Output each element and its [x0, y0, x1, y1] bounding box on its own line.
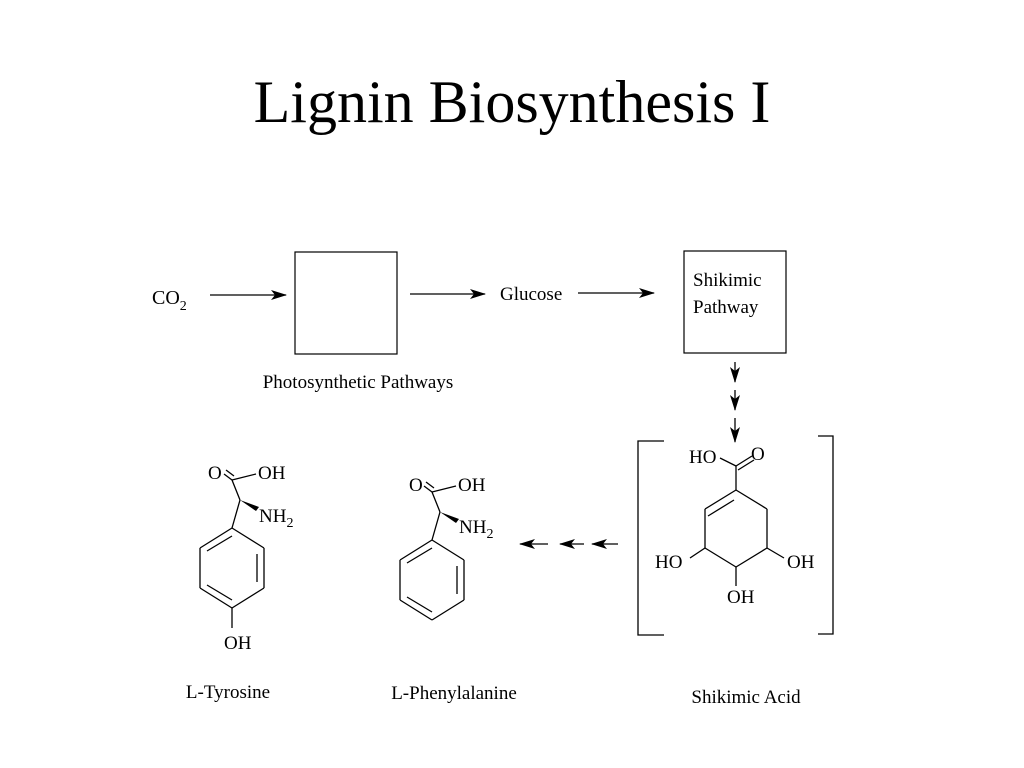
glucose-label: Glucose — [500, 284, 562, 305]
phenylalanine-structure — [399, 481, 465, 621]
phenylalanine-name: L-Phenylalanine — [391, 683, 517, 704]
phenylalanine-carbonyl-o: O — [409, 475, 423, 496]
slide-title: Lignin Biosynthesis I — [253, 69, 771, 135]
tyrosine-acid-oh: OH — [258, 463, 286, 484]
tyrosine-name: L-Tyrosine — [186, 682, 270, 703]
shikimic-acid-oh-right: OH — [787, 552, 815, 573]
shikimic-acid-structure — [689, 455, 785, 586]
shikimic-pathway-label-line1: Shikimic — [693, 270, 762, 291]
shikimic-acid-carboxyl-ho: HO — [689, 447, 716, 468]
tyrosine-phenol-oh: OH — [224, 633, 252, 654]
co2-label: CO2 — [152, 287, 187, 314]
shikimic-pathway-label-line2: Pathway — [693, 297, 759, 318]
photosynthesis-label: Photosynthetic Pathways — [263, 372, 454, 393]
phenylalanine-wedge-bond — [440, 512, 459, 523]
shikimic-acid-oh-bottom: OH — [727, 587, 755, 608]
shikimic-pathway-box — [683, 250, 787, 354]
tyrosine-carbonyl-o: O — [208, 463, 222, 484]
phenylalanine-acid-oh: OH — [458, 475, 486, 496]
shikimic-acid-ho-left: HO — [655, 552, 682, 573]
shikimic-acid-brackets — [637, 435, 834, 636]
tyrosine-structure — [199, 469, 265, 628]
tyrosine-wedge-bond — [240, 500, 259, 511]
shikimic-acid-name: Shikimic Acid — [691, 687, 801, 708]
shikimic-acid-carbonyl-o: O — [751, 444, 765, 465]
phenylalanine-amine: NH2 — [459, 517, 493, 542]
tyrosine-amine: NH2 — [259, 506, 293, 531]
photosynthesis-box — [294, 251, 398, 355]
